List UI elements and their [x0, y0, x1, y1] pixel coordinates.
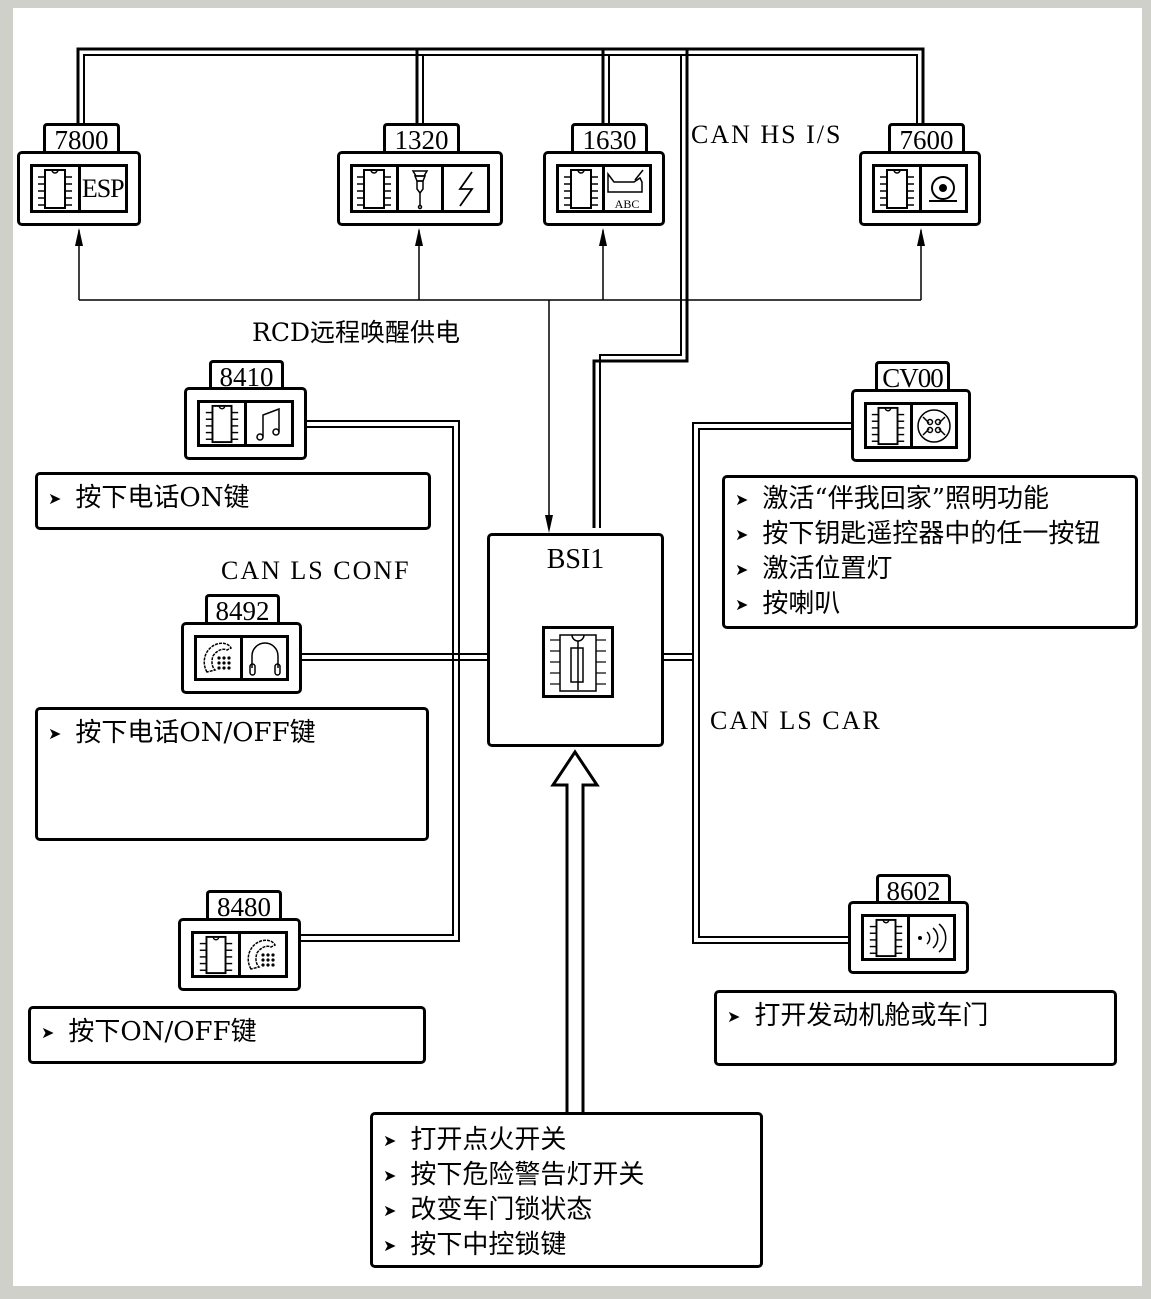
bullet-arrow-icon: ➤ — [735, 525, 749, 544]
bullet-arrow-icon: ➤ — [727, 1007, 741, 1026]
bullet-arrow-icon: ➤ — [383, 1201, 397, 1220]
module-code-7800: 7800 — [43, 123, 120, 154]
note-item: ➤按下电话ON/OFF键 — [48, 716, 416, 751]
chip-icon — [200, 403, 247, 444]
can-hs-is-label: CAN HS I/S — [691, 120, 843, 149]
module-7800[interactable]: ESP — [17, 151, 141, 226]
chip-icon — [867, 405, 913, 446]
gear-shift-abc-icon: ABC — [605, 167, 649, 210]
note-item: ➤改变车门锁状态 — [383, 1193, 750, 1228]
module-code-8480: 8480 — [206, 890, 282, 921]
note-8602: ➤打开发动机舱或车门 — [714, 990, 1117, 1066]
note-item: ➤按下电话ON键 — [48, 481, 418, 516]
bullet-arrow-icon: ➤ — [383, 1131, 397, 1150]
note-8480: ➤按下ON/OFF键 — [28, 1006, 426, 1064]
steering-wheel-controls-icon — [913, 405, 956, 446]
module-code-1630: 1630 — [571, 123, 648, 154]
note-item: ➤按下钥匙遥控器中的任一按钮 — [735, 517, 1125, 552]
note-item: ➤按下中控锁键 — [383, 1228, 750, 1263]
bullet-arrow-icon: ➤ — [383, 1236, 397, 1255]
diagram-canvas: CAN HS I/S RCD远程唤醒供电 CAN LS CONF CAN LS … — [13, 8, 1142, 1286]
can-hs-bus — [76, 47, 925, 528]
ignition-input-arrow — [550, 749, 600, 1112]
chip-icon — [875, 167, 922, 210]
module-code-8492: 8492 — [205, 594, 280, 625]
lightning-icon — [444, 167, 487, 210]
note-item: ➤按下ON/OFF键 — [41, 1015, 413, 1050]
module-cv00[interactable] — [851, 389, 971, 462]
chip-icon — [194, 934, 241, 975]
note-item: ➤打开发动机舱或车门 — [727, 999, 1104, 1034]
note-item: ➤按喇叭 — [735, 587, 1125, 622]
bullet-arrow-icon: ➤ — [41, 1023, 55, 1042]
bullet-arrow-icon: ➤ — [48, 489, 62, 508]
bsi1-title: BSI1 — [546, 544, 605, 575]
bullet-arrow-icon: ➤ — [383, 1166, 397, 1185]
note-item: ➤打开点火开关 — [383, 1123, 750, 1158]
chip-icon — [353, 167, 399, 210]
note-8492: ➤按下电话ON/OFF键 — [35, 707, 429, 841]
can-ls-car-bus — [664, 422, 852, 944]
can-ls-car-label: CAN LS CAR — [710, 706, 882, 735]
chip-icon — [33, 167, 81, 210]
bullet-arrow-icon: ➤ — [735, 490, 749, 509]
telephone-icon — [197, 638, 243, 678]
note-bsi1: ➤打开点火开关 ➤按下危险警告灯开关 ➤改变车门锁状态 ➤按下中控锁键 — [370, 1112, 763, 1268]
module-code-7600: 7600 — [888, 123, 965, 154]
headphones-icon — [243, 638, 286, 678]
note-item: ➤激活位置灯 — [735, 552, 1125, 587]
abc-label: ABC — [615, 197, 640, 210]
chip-icon — [864, 917, 910, 958]
wireless-signal-icon — [910, 917, 953, 958]
telephone-icon — [241, 934, 285, 975]
module-code-cv00: CV00 — [875, 361, 950, 392]
bullet-arrow-icon: ➤ — [735, 560, 749, 579]
note-item: ➤按下危险警告灯开关 — [383, 1158, 750, 1193]
module-1320[interactable] — [337, 151, 503, 226]
esp-label: ESP — [81, 173, 125, 203]
note-item: ➤激活“伴我回家”照明功能 — [735, 482, 1125, 517]
module-1630[interactable]: ABC — [543, 151, 665, 226]
module-7600[interactable] — [859, 151, 981, 226]
note-cv00: ➤激活“伴我回家”照明功能 ➤按下钥匙遥控器中的任一按钮 ➤激活位置灯 ➤按喇叭 — [722, 475, 1138, 629]
bullet-arrow-icon: ➤ — [735, 595, 749, 614]
rcd-arrowheads — [75, 228, 925, 533]
module-code-8602: 8602 — [876, 874, 951, 905]
wiring — [75, 47, 925, 1112]
bsi1-unit[interactable]: BSI1 — [487, 533, 664, 747]
note-8410: ➤按下电话ON键 — [35, 472, 431, 530]
module-8480[interactable] — [178, 918, 301, 991]
injector-icon — [399, 167, 445, 210]
chip-icon — [559, 167, 605, 210]
can-ls-conf-bus — [300, 420, 487, 942]
module-code-1320: 1320 — [383, 123, 460, 154]
bullet-arrow-icon: ➤ — [48, 724, 62, 743]
module-8602[interactable] — [848, 901, 969, 974]
music-note-icon — [247, 403, 291, 444]
module-code-8410: 8410 — [209, 360, 284, 391]
can-ls-conf-label: CAN LS CONF — [221, 556, 411, 585]
steering-angle-icon — [922, 167, 966, 210]
module-8492[interactable] — [181, 622, 302, 694]
module-8410[interactable] — [184, 387, 307, 460]
fuse-chip-icon — [542, 626, 614, 702]
rcd-power-label: RCD远程唤醒供电 — [252, 318, 460, 347]
